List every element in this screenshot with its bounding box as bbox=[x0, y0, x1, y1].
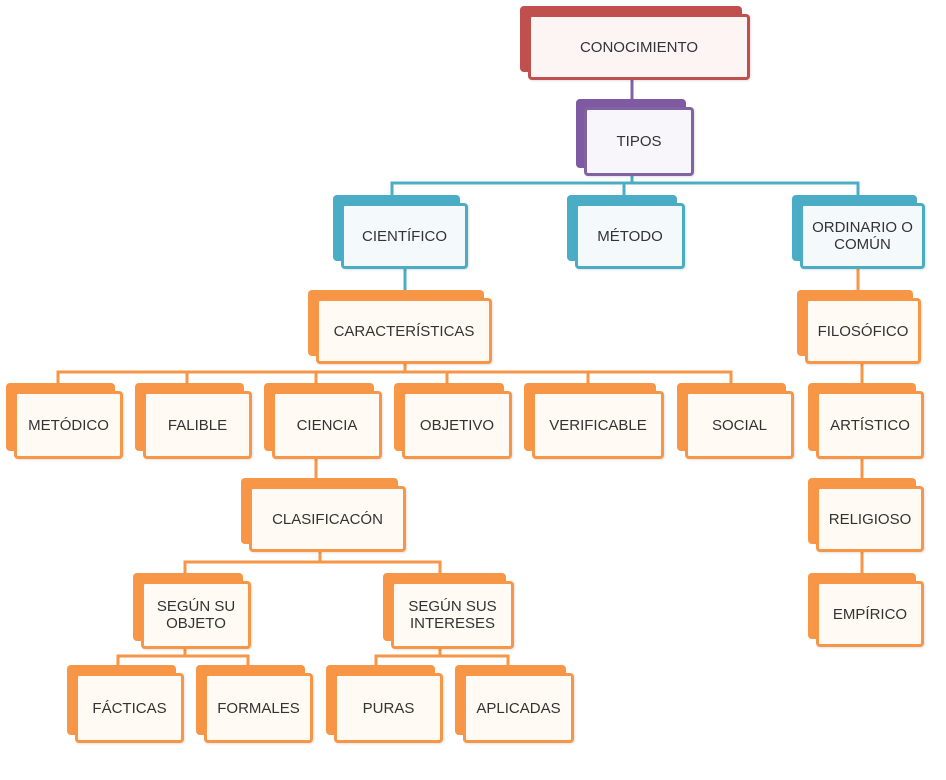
node-artistico: ARTÍSTICO bbox=[808, 383, 924, 459]
node-segun-intereses: SEGÚN SUS INTERESES bbox=[383, 573, 514, 649]
node-tipos: TIPOS bbox=[576, 99, 694, 176]
node-clasificacion: CLASIFICACÓN bbox=[241, 478, 406, 552]
node-caracteristicas: CARACTERÍSTICAS bbox=[308, 290, 492, 364]
node-metodico: METÓDICO bbox=[6, 383, 123, 459]
node-cientifico: CIENTÍFICO bbox=[333, 195, 468, 269]
node-facticas: FÁCTICAS bbox=[67, 665, 184, 743]
node-social: SOCIAL bbox=[677, 383, 794, 459]
node-segun-objeto: SEGÚN SU OBJETO bbox=[133, 573, 251, 649]
node-puras: PURAS bbox=[326, 665, 443, 743]
node-verificable: VERIFICABLE bbox=[524, 383, 664, 459]
node-religioso: RELIGIOSO bbox=[808, 478, 924, 552]
node-metodo: MÉTODO bbox=[567, 195, 685, 269]
node-objetivo: OBJETIVO bbox=[394, 383, 512, 459]
node-empirico: EMPÍRICO bbox=[808, 573, 924, 647]
node-ordinario: ORDINARIO O COMÚN bbox=[792, 195, 925, 269]
node-formales: FORMALES bbox=[196, 665, 313, 743]
node-ciencia: CIENCIA bbox=[264, 383, 382, 459]
node-aplicadas: APLICADAS bbox=[455, 665, 574, 743]
node-falible: FALIBLE bbox=[135, 383, 252, 459]
node-filosofico: FILOSÓFICO bbox=[797, 290, 921, 364]
node-conocimiento: CONOCIMIENTO bbox=[520, 6, 750, 80]
